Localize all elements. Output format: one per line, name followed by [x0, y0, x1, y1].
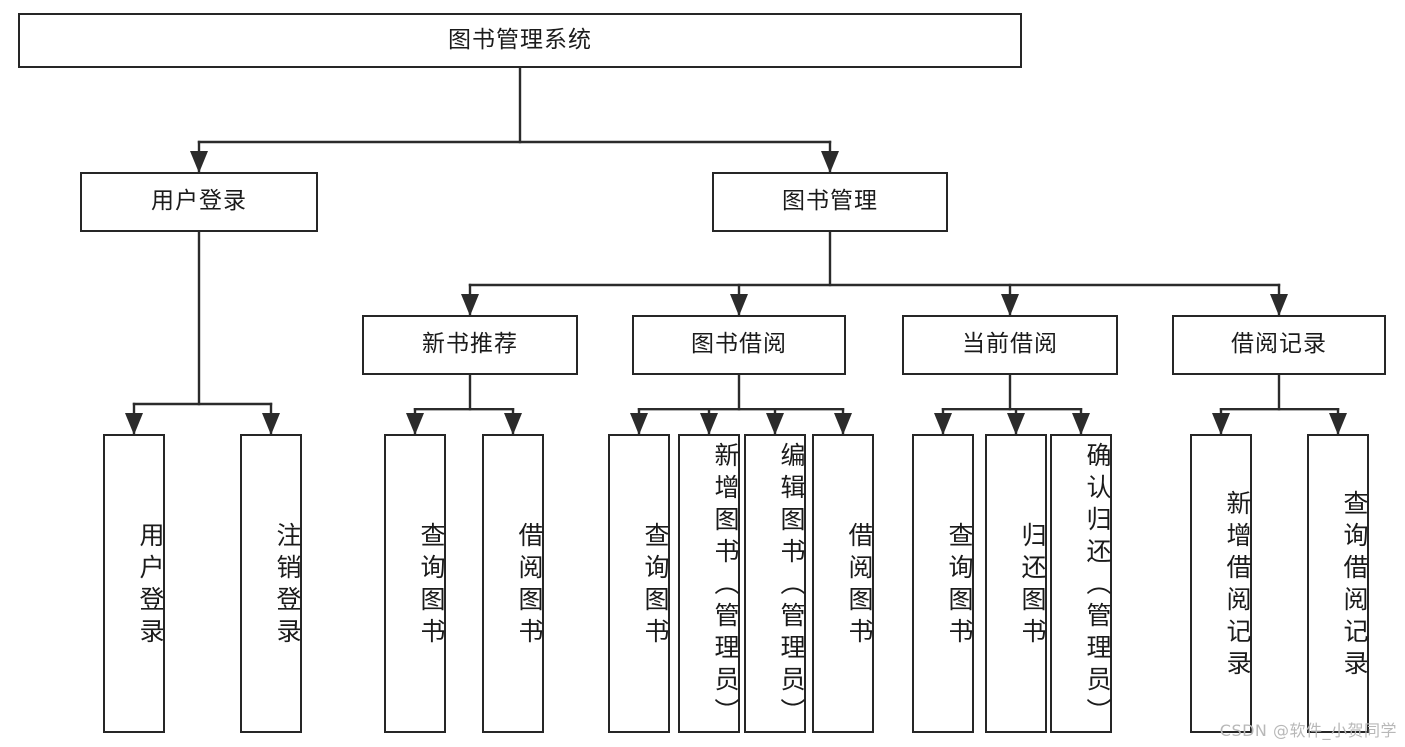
node-leaf-query-books-current[interactable]: 查询图书	[912, 434, 974, 733]
node-label: 用户登录	[151, 188, 247, 215]
node-book-management[interactable]: 图书管理	[712, 172, 948, 232]
node-label: 借阅图书	[515, 521, 544, 650]
node-label: 图书管理系统	[448, 26, 592, 53]
node-user-login[interactable]: 用户登录	[80, 172, 318, 232]
node-label: 借阅图书	[845, 521, 874, 650]
node-label: 图书管理	[782, 188, 878, 215]
node-leaf-return-books[interactable]: 归还图书	[985, 434, 1047, 733]
node-label: 归还图书	[1018, 521, 1047, 650]
csdn-watermark: CSDN @软件_小贺同学	[1219, 721, 1397, 740]
node-label: 注销登录	[273, 521, 302, 650]
node-label: 图书借阅	[691, 331, 787, 358]
node-current-borrow[interactable]: 当前借阅	[902, 315, 1118, 375]
node-borrow-record[interactable]: 借阅记录	[1172, 315, 1386, 375]
node-leaf-query-books-borrow[interactable]: 查询图书	[608, 434, 670, 733]
node-leaf-query-borrow-record[interactable]: 查询借阅记录	[1307, 434, 1369, 733]
node-label: 查询图书	[417, 521, 446, 650]
node-label: 新书推荐	[422, 331, 518, 358]
node-label: 借阅记录	[1231, 331, 1327, 358]
node-label: 用户登录	[136, 521, 165, 650]
node-label: 当前借阅	[962, 331, 1058, 358]
node-label: 查询图书	[641, 521, 670, 650]
node-leaf-user-login[interactable]: 用户登录	[103, 434, 165, 733]
node-leaf-borrow-books-recommend[interactable]: 借阅图书	[482, 434, 544, 733]
node-leaf-query-books-recommend[interactable]: 查询图书	[384, 434, 446, 733]
node-label: 查询图书	[945, 521, 974, 650]
node-leaf-confirm-return-admin[interactable]: 确认归还（管理员）	[1050, 434, 1112, 733]
node-book-borrow[interactable]: 图书借阅	[632, 315, 846, 375]
node-label: 查询借阅记录	[1340, 489, 1369, 682]
node-label: 确认归还（管理员）	[1083, 441, 1112, 730]
node-root-system[interactable]: 图书管理系统	[18, 13, 1022, 68]
node-leaf-add-book-admin[interactable]: 新增图书（管理员）	[678, 434, 740, 733]
node-label: 新增借阅记录	[1223, 489, 1252, 682]
node-leaf-edit-book-admin[interactable]: 编辑图书（管理员）	[744, 434, 806, 733]
node-leaf-borrow-books[interactable]: 借阅图书	[812, 434, 874, 733]
node-new-book-recommend[interactable]: 新书推荐	[362, 315, 578, 375]
node-leaf-logout[interactable]: 注销登录	[240, 434, 302, 733]
node-leaf-add-borrow-record[interactable]: 新增借阅记录	[1190, 434, 1252, 733]
node-label: 编辑图书（管理员）	[777, 441, 806, 730]
node-label: 新增图书（管理员）	[711, 441, 740, 730]
